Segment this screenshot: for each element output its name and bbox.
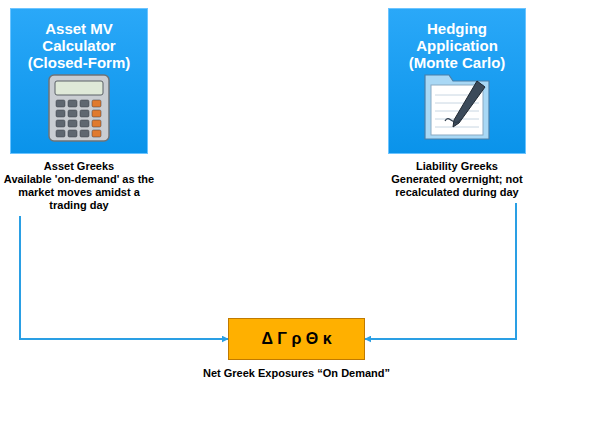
blue-tile: Asset MV Calculator (Closed-Form)	[10, 8, 148, 154]
system-box: Asset MV Calculator (Closed-Form) Asset G…	[3, 8, 155, 212]
caption-heading: Liability Greeks	[381, 160, 533, 173]
notepad-icon	[425, 75, 489, 139]
connector-arrow	[365, 203, 516, 339]
caption-heading: Asset Greeks	[3, 160, 155, 173]
box-caption: Net Greek Exposures “On Demand”	[199, 367, 394, 380]
exposure-box: Δ Γ ρ Θ κNet Greek Exposures “On Demand”	[228, 318, 365, 360]
caption-body: Generated overnight; not recalculated du…	[381, 173, 533, 199]
caption-body: Available 'on-demand' as the market move…	[3, 173, 155, 212]
connector-arrow	[20, 216, 228, 339]
calculator-icon	[49, 75, 109, 141]
greek-symbols: Δ Γ ρ Θ κ	[261, 330, 331, 348]
box-title: Hedging Application (Monte Carlo)	[389, 9, 525, 71]
system-box: Hedging Application (Monte Carlo) Liabili…	[381, 8, 533, 199]
blue-tile: Hedging Application (Monte Carlo)	[388, 8, 526, 154]
box-title: Asset MV Calculator (Closed-Form)	[11, 9, 147, 71]
